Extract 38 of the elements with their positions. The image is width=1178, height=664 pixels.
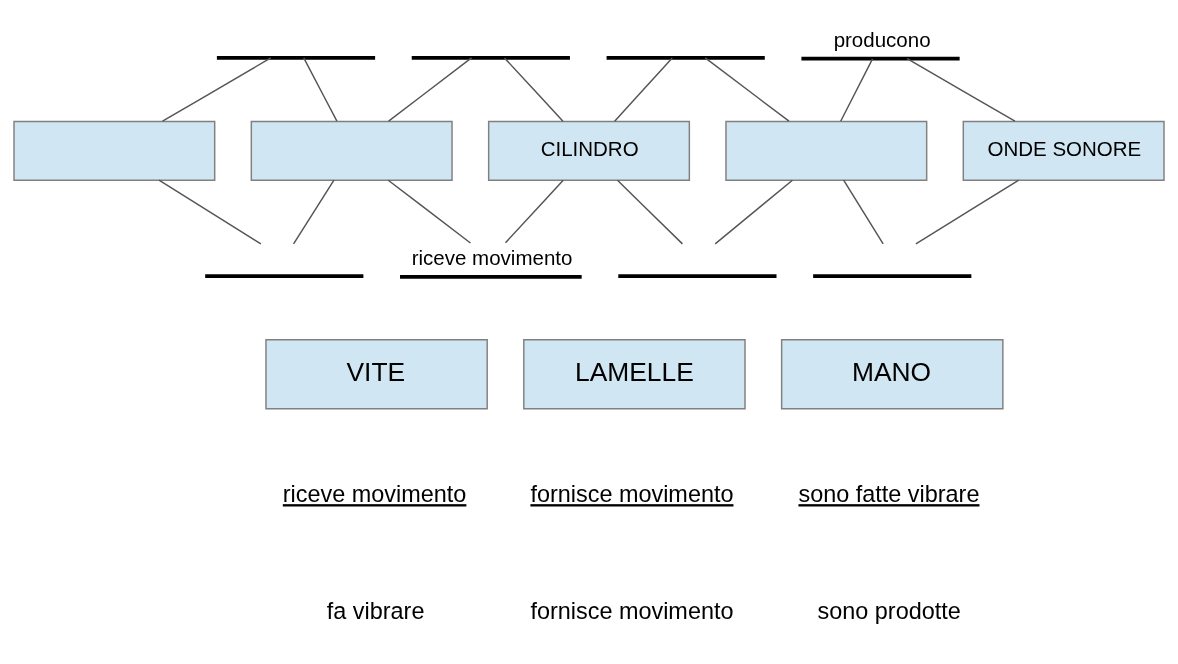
node-bar bbox=[606, 55, 765, 60]
node-box: CILINDRO bbox=[487, 120, 691, 181]
connector bbox=[704, 56, 790, 122]
connector bbox=[504, 179, 564, 243]
node-box: MANO bbox=[780, 338, 1004, 409]
connector bbox=[503, 56, 564, 122]
connector bbox=[613, 56, 673, 122]
connector bbox=[292, 179, 335, 245]
connector bbox=[387, 179, 472, 244]
connector bbox=[714, 179, 794, 245]
node-bar bbox=[205, 273, 364, 278]
node-box: LAMELLE bbox=[523, 338, 746, 409]
label: riceve movimento bbox=[282, 480, 467, 507]
node-box bbox=[13, 120, 216, 181]
node-bar bbox=[216, 55, 376, 60]
label: fornisce movimento bbox=[530, 597, 734, 624]
connector bbox=[842, 179, 884, 245]
node-box: ONDE SONORE bbox=[962, 120, 1165, 181]
label: fa vibrare bbox=[326, 597, 425, 624]
label: sono fatte vibrare bbox=[798, 480, 980, 507]
connector bbox=[303, 56, 338, 122]
connector bbox=[906, 57, 1016, 122]
connector bbox=[839, 57, 874, 122]
connector bbox=[158, 179, 262, 245]
label: fornisce movimento bbox=[530, 480, 734, 507]
node-text: riceve movimento bbox=[411, 245, 573, 269]
node-box: VITE bbox=[265, 338, 488, 409]
connector bbox=[616, 179, 684, 245]
connector bbox=[915, 179, 1020, 245]
node-box bbox=[725, 120, 928, 181]
connector bbox=[161, 56, 272, 122]
connector bbox=[387, 56, 473, 122]
node-text: producono bbox=[833, 27, 931, 51]
label: sono prodotte bbox=[817, 597, 961, 624]
node-box bbox=[250, 120, 453, 181]
node-bar bbox=[411, 55, 570, 60]
node-bar bbox=[618, 273, 777, 278]
node-bar bbox=[813, 273, 972, 278]
